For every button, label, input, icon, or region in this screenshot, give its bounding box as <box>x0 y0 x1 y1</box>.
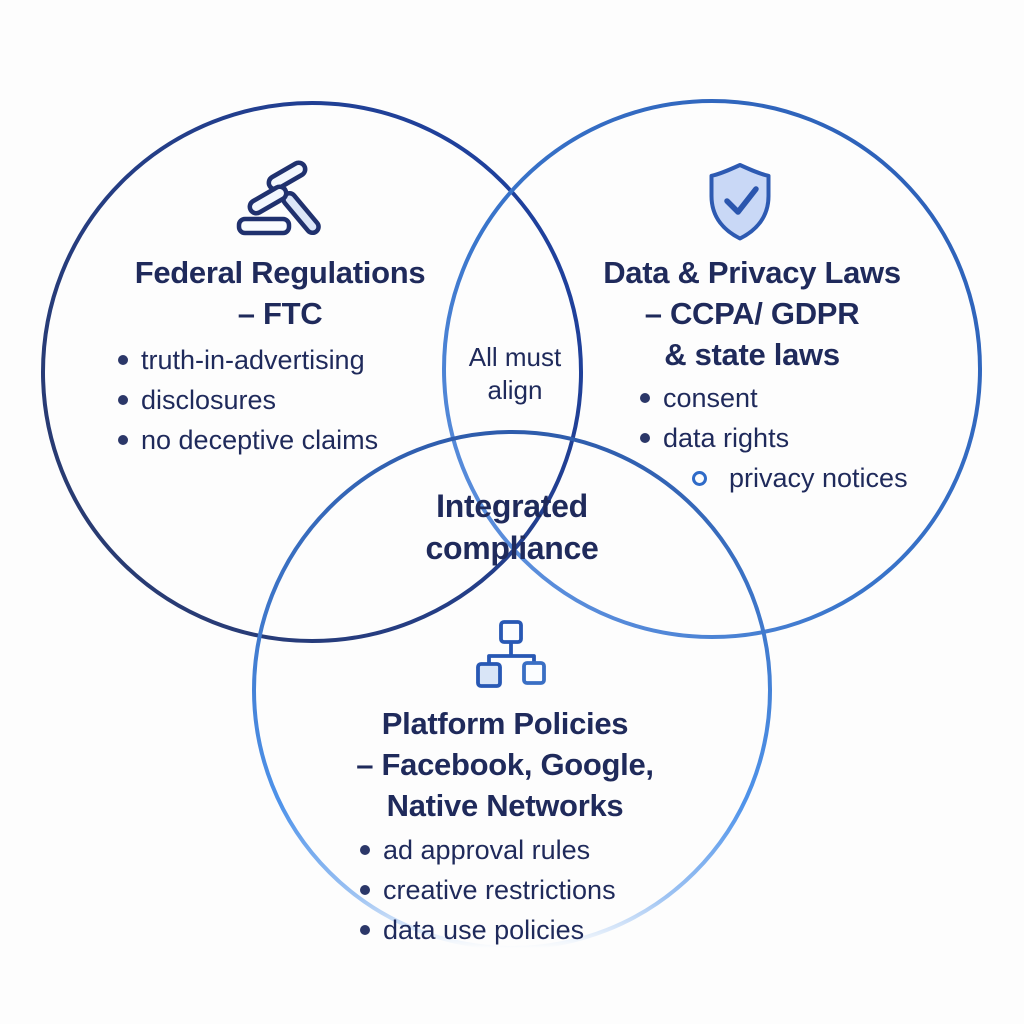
bullet-label: disclosures <box>141 384 277 415</box>
bullet-label: ad approval rules <box>383 834 591 865</box>
bullet-item: no deceptive claims <box>118 420 378 460</box>
bullet-item: truth-in-advertising <box>118 340 378 380</box>
hollow-bullet-dot <box>692 470 707 486</box>
bullet-dot <box>360 925 370 935</box>
bullet-item: data use policies <box>360 910 616 950</box>
bullet-dot <box>640 433 650 443</box>
privacy-title-line1: Data & Privacy Laws <box>603 255 901 290</box>
federal-bullet-list: truth-in-advertising disclosures no dece… <box>118 340 378 460</box>
center-overlap-line2: compliance <box>425 530 599 566</box>
platform-title-line1: Platform Policies <box>381 706 629 741</box>
federal-title: Federal Regulations – FTC <box>135 252 426 334</box>
bullet-label: consent <box>663 382 758 413</box>
bullet-label: creative restrictions <box>383 874 616 905</box>
bullet-dot <box>118 355 128 365</box>
privacy-title-line2: – CCPA/ GDPR <box>644 296 860 331</box>
privacy-bullet-list: consent data rights <box>640 378 789 458</box>
bullet-label: data use policies <box>383 914 585 945</box>
bullet-label: truth-in-advertising <box>141 344 365 375</box>
federal-regulations-circle <box>41 101 583 643</box>
top-overlap-label: All must align <box>469 341 561 407</box>
platform-policies-circle <box>252 430 772 950</box>
privacy-sub-bullet-list: privacy notices <box>692 458 908 498</box>
platform-title: Platform Policies – Facebook, Google, Na… <box>356 703 654 826</box>
gavel-icon <box>236 160 321 236</box>
bullet-dot <box>118 435 128 445</box>
bullet-item: ad approval rules <box>360 830 616 870</box>
platform-title-line3: Native Networks <box>386 788 624 823</box>
bullet-label: no deceptive claims <box>141 424 379 455</box>
bullet-label: data rights <box>663 422 790 453</box>
bullet-dot <box>360 885 370 895</box>
platform-bullet-list: ad approval rules creative restrictions … <box>360 830 616 950</box>
bullet-item: consent <box>640 378 789 418</box>
bullet-dot <box>360 845 370 855</box>
center-overlap-label: Integrated compliance <box>425 485 598 569</box>
bullet-label: privacy notices <box>729 462 908 493</box>
privacy-title-line3: & state laws <box>664 337 840 372</box>
bullet-item: privacy notices <box>692 458 908 498</box>
top-overlap-line1: All must <box>468 342 562 372</box>
data-privacy-circle <box>442 99 982 639</box>
org-chart-icon <box>476 620 546 688</box>
federal-title-line2: – FTC <box>237 296 323 331</box>
bullet-dot <box>118 395 128 405</box>
center-overlap-line1: Integrated <box>436 488 588 524</box>
privacy-title: Data & Privacy Laws – CCPA/ GDPR & state… <box>603 252 901 375</box>
bullet-item: disclosures <box>118 380 378 420</box>
federal-title-line1: Federal Regulations <box>134 255 426 290</box>
top-overlap-line2: align <box>487 375 543 405</box>
bullet-item: creative restrictions <box>360 870 616 910</box>
bullet-item: data rights <box>640 418 789 458</box>
shield-check-icon <box>709 163 771 241</box>
platform-title-line2: – Facebook, Google, <box>356 747 654 782</box>
bullet-dot <box>640 393 650 403</box>
